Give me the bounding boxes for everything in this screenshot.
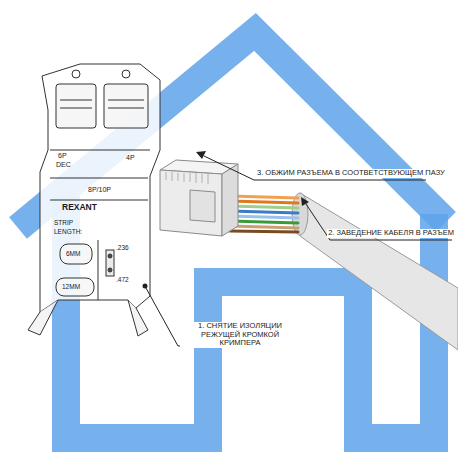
callout-text: 2. ЗАВЕДЕНИЕ КАБЕЛЯ В РАЗЪЕМ — [327, 229, 455, 238]
callout-text: 1. СНЯТИЕ ИЗОЛЯЦИИ РЕЖУЩЕЙ КРОМКОЙ КРИМП… — [180, 322, 300, 348]
jaw-marking: 4P — [126, 154, 135, 162]
jaw-marking: 6P — [58, 152, 67, 160]
dimension: .236 — [116, 244, 129, 251]
leader-lines — [146, 156, 452, 346]
dimension: 6MM — [66, 250, 80, 257]
callout-text: 3. ОБЖИМ РАЗЪЕМА В СООТВЕТСТВУЮЩЕМ ПАЗУ — [256, 169, 446, 178]
crimper-tool — [28, 64, 160, 336]
tool-marking: LENGTH: — [54, 228, 82, 235]
dimension: .472 — [116, 276, 129, 283]
brand-name: REXANT — [62, 203, 97, 213]
tool-marking: STRIP — [54, 219, 73, 226]
rj45-plug — [160, 160, 238, 236]
dimension: 12MM — [62, 283, 80, 290]
jaw-marking: DEC — [56, 161, 71, 169]
jaw-marking: 8P/10P — [88, 186, 111, 194]
